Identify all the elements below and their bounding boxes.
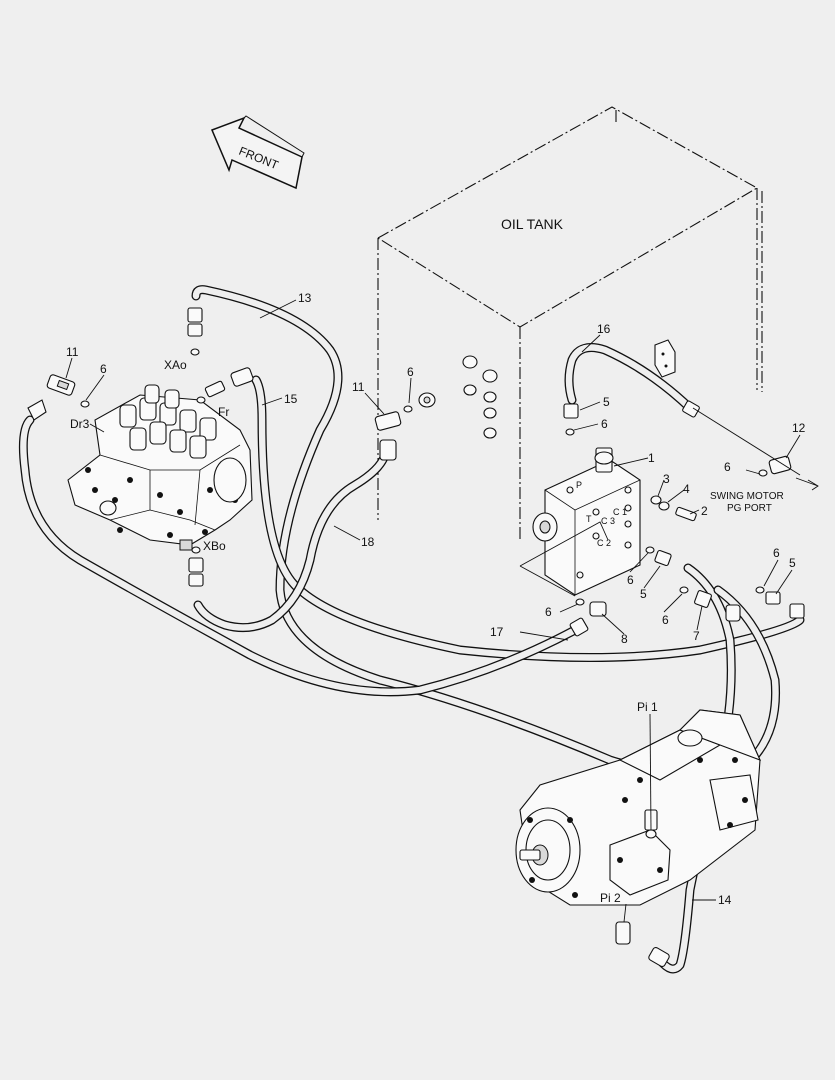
fr-label: Fr: [218, 405, 229, 419]
fitting-5-far: [765, 591, 781, 605]
o-ring-6-center: [403, 405, 413, 413]
hoses: [18, 285, 805, 974]
fitting-12: [768, 455, 792, 475]
elbow-dr3: [27, 399, 47, 421]
bolt-2: [675, 506, 697, 522]
callout-6-right: 6: [773, 546, 780, 560]
port-p-label: P: [576, 480, 582, 490]
port-c1-label: C 1: [613, 507, 627, 517]
callout-12: 12: [792, 421, 806, 435]
washer-3: [650, 495, 662, 505]
tee-fitting-11: [374, 411, 402, 461]
leader-lines: [65, 299, 819, 923]
callout-15: 15: [284, 392, 298, 406]
spool-caps: [119, 384, 217, 459]
solenoid-valve: P T C 1 C 3 C 2: [532, 447, 641, 596]
fitting-5-right: [654, 549, 672, 567]
o-ring-6-right: [645, 546, 655, 554]
port-t-label: T: [586, 514, 592, 524]
callout-5-top: 5: [603, 395, 610, 409]
callout-17: 17: [490, 625, 504, 639]
o-ring-6-left: [80, 400, 90, 408]
fitting-xbo: [179, 539, 204, 587]
port-labels: XAo XBo Fr Dr3 Pi 1 Pi 2 SWING MOTOR PG …: [70, 358, 784, 905]
hose-18: [193, 450, 390, 633]
fitting-fr: [196, 367, 254, 404]
tank-port-fittings: [462, 355, 498, 439]
main-control-valve: [67, 384, 253, 546]
callout-3: 3: [663, 472, 670, 486]
hose-pump-loop: [713, 585, 781, 775]
callout-7: 7: [693, 629, 700, 643]
callout-5-right: 5: [789, 556, 796, 570]
callout-2: 2: [701, 504, 708, 518]
o-ring-6-swing: [758, 469, 768, 477]
swing-motor-label: SWING MOTOR: [710, 491, 784, 502]
hose-16: [564, 343, 695, 413]
center-fittings: [374, 405, 413, 461]
callout-6-mid: 6: [627, 573, 634, 587]
o-ring-6-lower: [679, 586, 689, 594]
callout-numbers: 1 2 3 4 5 5 5 6 6 6 6 6 6 6 6 7 8 11 11 …: [66, 291, 806, 907]
front-arrow: FRONT: [211, 115, 305, 190]
fitting-pi2: [615, 921, 631, 945]
tank-bracket: [654, 339, 676, 378]
pg-port-label: PG PORT: [727, 503, 772, 514]
fitting-8: [589, 601, 607, 617]
callout-5-mid: 5: [640, 587, 647, 601]
callout-8: 8: [621, 632, 628, 646]
callout-16: 16: [597, 322, 611, 336]
callout-13: 13: [298, 291, 312, 305]
hose-14-end: [648, 946, 670, 968]
o-ring-6-bottom: [575, 598, 585, 606]
hose-17: [18, 415, 580, 697]
solenoid-ports: [566, 486, 632, 579]
valve-fittings: [27, 307, 254, 587]
main-pump: [515, 604, 762, 968]
hose-17-end: [569, 617, 589, 637]
port-c3-label: C 3: [601, 516, 615, 526]
fitting-7: [694, 590, 712, 608]
o-ring-6-top: [565, 428, 575, 436]
callout-11-left: 11: [66, 345, 79, 359]
callout-6-top: 6: [601, 417, 608, 431]
o-ring-6-far: [755, 586, 765, 594]
tank-return-fitting: [418, 392, 436, 408]
hose-16-end: [682, 400, 700, 418]
port-c2-label: C 2: [597, 538, 611, 548]
oil-tank-label: OIL TANK: [501, 216, 564, 232]
hose-14-top-end: [725, 604, 741, 622]
fitting-xao: [187, 307, 203, 356]
callout-1: 1: [648, 451, 655, 465]
callout-18: 18: [361, 535, 375, 549]
fitting-11-left: [46, 374, 76, 396]
pi1-label: Pi 1: [637, 700, 658, 714]
callout-6-swing: 6: [724, 460, 731, 474]
callout-6-center: 6: [407, 365, 414, 379]
pump-bolts: [527, 757, 748, 898]
hose-end-far: [789, 603, 805, 619]
hose-15: [251, 375, 805, 662]
callout-4: 4: [683, 482, 690, 496]
callout-6-lower: 6: [662, 613, 669, 627]
washer-4: [658, 501, 670, 511]
xbo-label: XBo: [203, 539, 226, 553]
fitting-5-top: [563, 403, 579, 419]
callout-6-left: 6: [100, 362, 107, 376]
xao-label: XAo: [164, 358, 187, 372]
callout-6-bottom: 6: [545, 605, 552, 619]
dr3-label: Dr3: [70, 417, 90, 431]
oil-tank: OIL TANK: [377, 106, 763, 540]
callout-14: 14: [718, 893, 732, 907]
callout-11-center: 11: [352, 380, 365, 394]
pi2-label: Pi 2: [600, 891, 621, 905]
solenoid-fittings: [563, 400, 805, 637]
